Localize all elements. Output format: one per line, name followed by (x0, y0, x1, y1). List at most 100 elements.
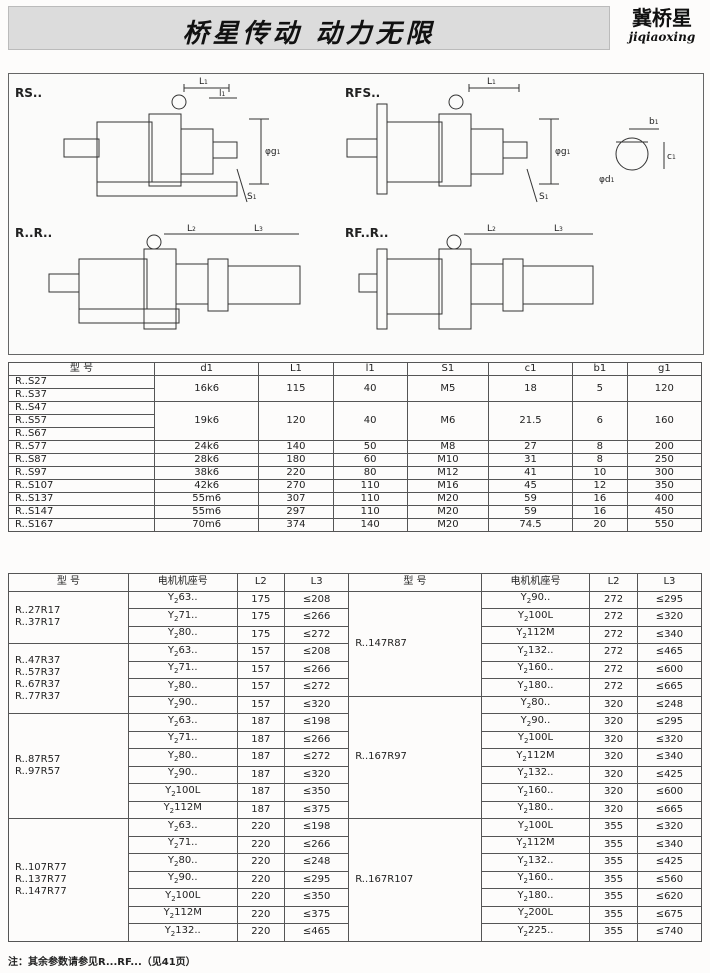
value-cell-l1: 80 (332, 466, 408, 480)
value-cell-l2: 175 (236, 625, 286, 644)
value-cell-l1: 140 (258, 440, 334, 454)
value-cell-l1: 140 (332, 518, 408, 532)
value-cell-c1: 74.5 (488, 518, 574, 532)
motor-frame-cell: Y2112M (127, 905, 238, 924)
value-cell-l3: ≤320 (284, 695, 350, 714)
value-cell-b1: 16 (572, 492, 628, 506)
motor-frame-cell: Y2132.. (480, 765, 591, 784)
value-cell-l2: 272 (589, 625, 638, 644)
value-cell-l2: 187 (236, 748, 286, 767)
dim-g1-rfs: φg1 (555, 147, 571, 157)
value-cell-l2: 220 (236, 853, 286, 872)
motor-frame-cell: Y2100L (480, 818, 591, 837)
drawing-rs (63, 84, 269, 203)
value-cell-g1: 200 (626, 440, 703, 454)
motor-frame-cell: Y263.. (127, 643, 238, 662)
motor-frame-cell: Y2100L (480, 608, 591, 627)
dim-c1: c1 (667, 152, 676, 162)
value-cell-l2: 320 (589, 748, 638, 767)
motor-frame-cell: Y271.. (127, 608, 238, 627)
value-cell-b1: 8 (572, 453, 628, 467)
value-cell-l2: 272 (589, 608, 638, 627)
column-header: L2 (589, 573, 638, 592)
value-cell-l1: 60 (332, 453, 408, 467)
value-cell-c1: 45 (488, 479, 574, 493)
value-cell-s1: M20 (406, 505, 490, 519)
value-cell-l3: ≤266 (284, 835, 350, 854)
dim-L1-rs: L1 (199, 77, 208, 87)
column-header: l1 (332, 362, 408, 376)
motor-frame-cell: Y290.. (127, 765, 238, 784)
model-cell: R..S37 (7, 388, 156, 402)
value-cell-l2: 320 (589, 695, 638, 714)
dim-S1-rfs: S1 (539, 192, 549, 202)
motor-frame-cell: Y290.. (480, 590, 591, 609)
value-cell-l3: ≤198 (284, 713, 350, 732)
dim-L3-rfr: L3 (554, 224, 563, 234)
value-cell-l1: 110 (332, 505, 408, 519)
value-cell-l3: ≤295 (636, 713, 703, 732)
dim-L2-rr: L2 (187, 224, 196, 234)
model-cell: R..S77 (7, 440, 156, 454)
value-cell-l3: ≤740 (636, 923, 703, 942)
value-cell-l3: ≤295 (636, 590, 703, 609)
motor-frame-cell: Y280.. (127, 853, 238, 872)
value-cell-l2: 220 (236, 835, 286, 854)
motor-frame-cell: Y290.. (480, 713, 591, 732)
motor-frame-cell: Y290.. (127, 870, 238, 889)
value-cell-d1: 24k6 (154, 440, 260, 454)
value-cell-l3: ≤425 (636, 765, 703, 784)
value-cell-b1: 5 (572, 375, 628, 402)
model-group-cell: R..167R107 (348, 818, 482, 942)
value-cell-l2: 272 (589, 590, 638, 609)
motor-frame-cell: Y2112M (480, 625, 591, 644)
value-cell-l3: ≤340 (636, 625, 703, 644)
dim-L1-rfs: L1 (487, 77, 496, 87)
value-cell-g1: 350 (626, 479, 703, 493)
model-cell: R..S107 (7, 479, 156, 493)
model-cell: R..S47 (7, 401, 156, 415)
motor-frame-cell: Y280.. (127, 625, 238, 644)
dim-S1-rs: S1 (247, 192, 257, 202)
column-header: 电机机座号 (127, 573, 238, 592)
drawing-rfs (346, 84, 559, 203)
dim-d1: φd1 (599, 175, 615, 185)
value-cell-l2: 355 (589, 853, 638, 872)
brand-name-cn: 冀桥星 (632, 6, 692, 30)
dim-L2-rfr: L2 (487, 224, 496, 234)
motor-frame-cell: Y271.. (127, 730, 238, 749)
drawing-panel: RS.. RFS.. R..R.. RF..R.. (8, 73, 704, 355)
value-cell-l3: ≤320 (284, 765, 350, 784)
motor-frame-cell: Y263.. (127, 590, 238, 609)
motor-frame-cell: Y2132.. (480, 853, 591, 872)
motor-frame-cell: Y2100L (480, 730, 591, 749)
motor-frame-cell: Y2132.. (480, 643, 591, 662)
value-cell-b1: 12 (572, 479, 628, 493)
value-cell-d1: 55m6 (154, 505, 260, 519)
value-cell-l1: 115 (258, 375, 334, 402)
value-cell-d1: 28k6 (154, 453, 260, 467)
motor-frame-cell: Y263.. (127, 713, 238, 732)
value-cell-g1: 400 (626, 492, 703, 506)
value-cell-d1: 16k6 (154, 375, 260, 402)
model-cell: R..S147 (7, 505, 156, 519)
brand-name-en: jiqiaoxing (628, 30, 696, 44)
value-cell-l1: 307 (258, 492, 334, 506)
motor-frame-cell: Y280.. (127, 748, 238, 767)
value-cell-c1: 31 (488, 453, 574, 467)
motor-frame-cell: Y280.. (480, 695, 591, 714)
model-cell: R..S57 (7, 414, 156, 428)
value-cell-c1: 59 (488, 492, 574, 506)
value-cell-l3: ≤600 (636, 783, 703, 802)
column-header: 电机机座号 (480, 573, 591, 592)
value-cell-l2: 220 (236, 905, 286, 924)
motor-frame-cell: Y2180.. (480, 678, 591, 697)
motor-frame-cell: Y2112M (480, 748, 591, 767)
